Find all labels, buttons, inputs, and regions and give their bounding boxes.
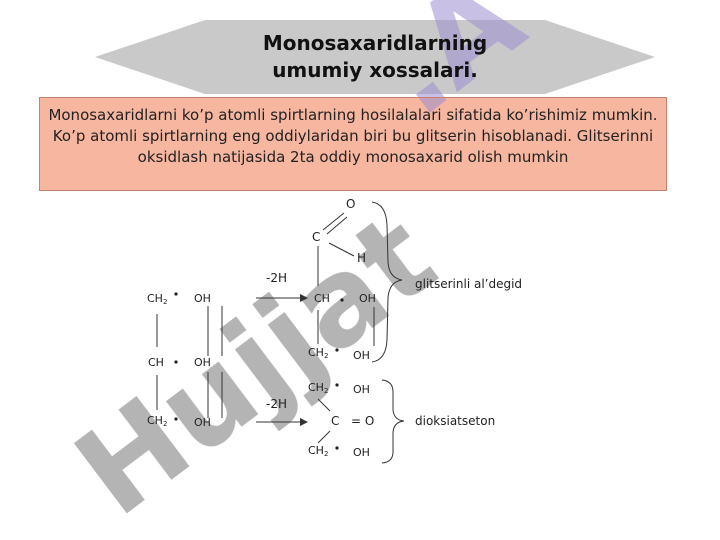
glycerol-oh-mid: OH: [194, 356, 211, 369]
ketone-oh-bottom: OH: [353, 446, 370, 459]
aldehyde-oh-mid: OH: [359, 292, 376, 305]
glycerol-structure: CH2 OH CH OH CH2 OH: [147, 292, 223, 429]
ketone-carbonyl: = O: [351, 414, 374, 428]
ketone-structure: CH2 OH C = O CH2 OH dioksiatseton: [308, 379, 495, 464]
glycerol-oh-bottom: OH: [194, 416, 211, 429]
aldehyde-c: C: [312, 230, 320, 244]
aldehyde-brace: [371, 201, 403, 363]
watermark-main-text: Hujjat: [52, 188, 460, 540]
aldehyde-structure: O C H CH OH CH2 OH glitserinli al’degid: [308, 197, 522, 363]
ketone-bond-1-2: [317, 398, 331, 412]
aldehyde-ch: CH: [314, 292, 330, 305]
reaction-arrow-bottom: -2H: [256, 397, 308, 426]
page-title: Monosaxaridlarning umumiy xossalari.: [262, 31, 488, 82]
ketone-name: dioksiatseton: [415, 414, 495, 428]
aldehyde-name: glitserinli al’degid: [415, 277, 522, 291]
aldehyde-o: O: [346, 197, 355, 211]
glycerol-bond-dot: [174, 360, 178, 364]
glycerol-bond-dot: [174, 292, 178, 296]
aldehyde-h: H: [357, 251, 366, 265]
glycerol-ch2-bottom: CH2: [147, 414, 167, 428]
description-box-bg: [39, 97, 667, 191]
aldehyde-ch2: CH2: [308, 346, 328, 360]
ketone-bond-dot: [335, 446, 339, 450]
glycerol-ch2-top: CH2: [147, 292, 167, 306]
ketone-bond-2-3: [317, 430, 331, 444]
description-box: Monosaxaridlarni ko’p atomli spirtlarnin…: [39, 97, 667, 191]
aldehyde-double-bond: [322, 212, 345, 231]
glycerol-oh-top: OH: [194, 292, 211, 305]
ketone-ch2-top: CH2: [308, 381, 328, 395]
ketone-bond-dot: [335, 383, 339, 387]
aldehyde-h-bond: [328, 242, 355, 257]
aldehyde-double-bond: [326, 216, 348, 235]
aldehyde-oh-bottom: OH: [353, 349, 370, 362]
title-banner: Monosaxaridlarning umumiy xossalari.: [95, 20, 655, 94]
glycerol-ch-mid: CH: [148, 356, 164, 369]
reaction-label-bottom: -2H: [266, 397, 287, 411]
reaction-label-top: -2H: [266, 271, 287, 285]
ketone-oh-top: OH: [353, 383, 370, 396]
aldehyde-bond-dot: [340, 298, 344, 302]
ketone-c: C: [331, 414, 339, 428]
glycerol-bond-dot: [174, 417, 178, 421]
ketone-ch2-bottom: CH2: [308, 444, 328, 458]
reaction-arrow-top: -2H: [256, 271, 308, 302]
aldehyde-bond-dot: [335, 348, 339, 352]
ketone-brace: [381, 379, 405, 464]
title-banner-shape: [95, 20, 655, 94]
